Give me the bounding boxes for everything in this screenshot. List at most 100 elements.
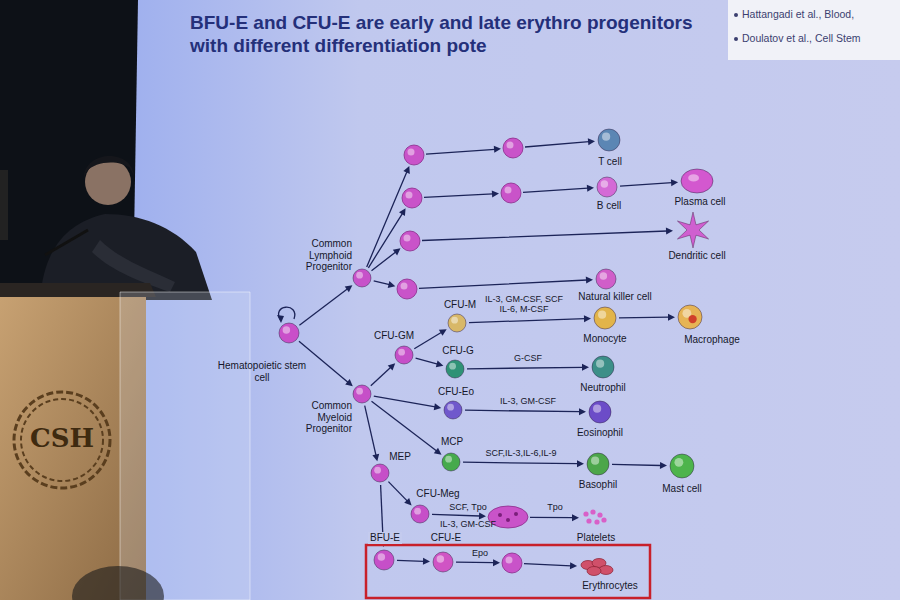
cell-node: Monocyte [593, 306, 617, 330]
cell-body [670, 454, 694, 478]
cell-body [395, 346, 413, 364]
cell-highlight [507, 142, 514, 149]
arrow-head [570, 562, 577, 569]
arrow-head [439, 329, 447, 336]
cell-node: MEP [370, 463, 390, 483]
label-holder: G-CSF [514, 353, 542, 363]
cell-node: B cell [596, 176, 618, 198]
cell-label: Monocyte [583, 333, 626, 345]
cell-body [598, 129, 620, 151]
arrow-line [299, 289, 347, 325]
foreground-blur [72, 566, 164, 600]
cell-label: Plasma cell [674, 196, 725, 208]
cell-node: CFU-GM [394, 345, 414, 365]
cytokine-label: Tpo [547, 502, 563, 512]
arrow-head [436, 361, 444, 368]
note-text: Hattangadi et al., Blood, [742, 8, 854, 20]
arrow-connector [367, 138, 595, 267]
platelet-dot [601, 517, 606, 522]
cell-body [442, 453, 460, 471]
cell-shape [370, 463, 390, 483]
cell-node: MCP [441, 452, 461, 472]
cell-body [444, 401, 462, 419]
arrow-head [586, 277, 593, 284]
cell-shape [669, 453, 695, 479]
cell-highlight [374, 467, 381, 474]
arrow-head [479, 513, 486, 520]
arrow-head [393, 248, 401, 255]
cell-label: CFU-Meg [416, 488, 459, 500]
arrow-head [577, 460, 584, 467]
arrow-head [671, 179, 678, 186]
arrow-head [579, 408, 586, 415]
cell-label: CFU-M [444, 299, 476, 311]
cell-highlight [398, 349, 405, 356]
arrow-head [588, 138, 595, 145]
cell-node: Neutrophil [591, 355, 615, 379]
cell-shape [352, 384, 372, 404]
arrow-head [388, 363, 396, 370]
cell-highlight [451, 317, 458, 324]
cell-label: Common Myeloid Progenitor [292, 400, 352, 435]
cell-node: Hematopoietic stem cell [278, 322, 300, 344]
arrow-line [397, 560, 424, 561]
cell-highlight [447, 404, 454, 411]
arrow-line [367, 142, 589, 267]
cell-label: CFU-E [431, 532, 462, 544]
label-holder: Hattangadi et al., Blood, [742, 8, 854, 20]
cell-highlight [283, 326, 290, 333]
cell-node: Common Lymphoid Progenitor [352, 268, 372, 288]
cell-shape [352, 268, 372, 288]
cell-highlight [414, 508, 421, 515]
logo-chain [21, 399, 103, 481]
note-text: SCF, Tpo [449, 502, 486, 512]
arrow-connector [619, 314, 675, 321]
cell-shape [595, 268, 617, 290]
cell-label: Erythrocytes [582, 580, 638, 592]
cell-node: BFU-E [373, 549, 395, 571]
cell-body [596, 269, 616, 289]
speaker-cap [84, 156, 134, 178]
arrow-head [345, 285, 353, 292]
arrow-head [403, 166, 409, 174]
cytokine-label: G-CSF [514, 353, 542, 363]
megakaryocyte-granule [514, 512, 518, 516]
platelet-dot [586, 518, 591, 523]
cell-highlight [401, 283, 408, 290]
cell-node: Dendritic cell [675, 212, 711, 248]
cell-highlight [406, 192, 413, 199]
cell-shape [593, 306, 617, 330]
arrow-head [668, 314, 675, 321]
arrow-line [299, 341, 348, 382]
cell-body [433, 552, 453, 572]
cell-shape [410, 504, 430, 524]
cell-node: CFU-Eo [443, 400, 463, 420]
cell-body [597, 177, 617, 197]
arrow-head [434, 403, 442, 410]
cell-body [411, 505, 429, 523]
cell-shape [394, 345, 414, 365]
cell-label: Natural killer cell [578, 291, 651, 303]
arrow-line [463, 462, 578, 464]
cell-body [353, 269, 371, 287]
cell-node: Mast cell [669, 453, 695, 479]
arrow-connector [388, 482, 411, 506]
arrow-connector [365, 406, 380, 462]
arrow-head [388, 281, 396, 288]
cell-label: MCP [441, 436, 463, 448]
note-text: IL-3, GM-CSF [440, 519, 496, 529]
platelet-dot [594, 519, 599, 524]
cell-node: CFU-E [432, 551, 454, 573]
cell-body [681, 169, 713, 193]
arrow-connector [416, 358, 444, 367]
arrow-connector [368, 185, 594, 268]
cell-node: Eosinophil [588, 400, 612, 424]
cytokine-label: IL-3, GM-CSF [500, 396, 556, 406]
cell-highlight [596, 360, 604, 368]
cell-label: CFU-GM [374, 330, 414, 342]
cell-shape [680, 168, 714, 194]
arrow-connector [469, 315, 591, 322]
label-holder: Epo [472, 548, 488, 558]
cell-highlight [356, 272, 363, 279]
